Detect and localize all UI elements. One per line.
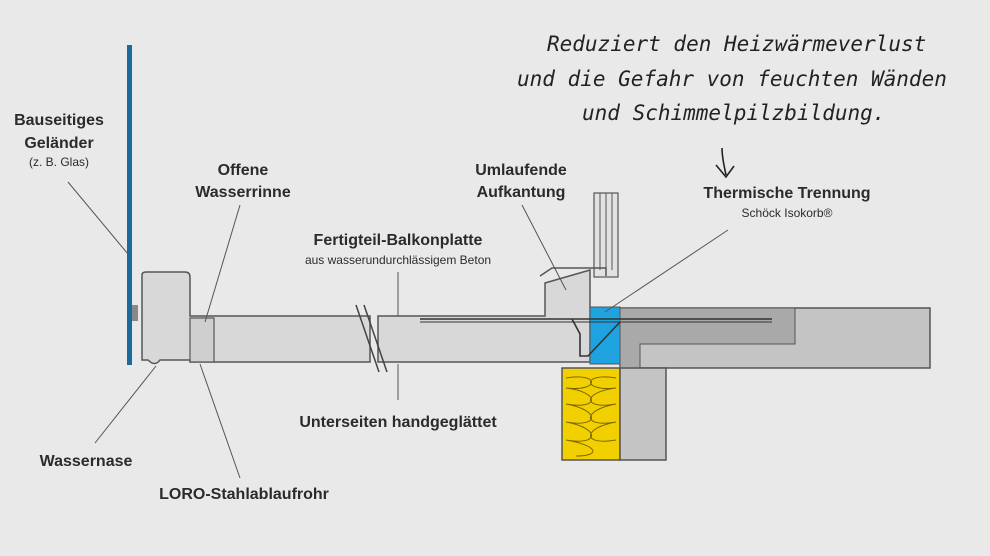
- leader-railing: [67, 181, 129, 255]
- balcony-slab-inner: [377, 269, 591, 363]
- label-upstand-line1: Umlaufende: [475, 162, 567, 179]
- leader-thermal: [604, 229, 729, 313]
- leader-gutter: [204, 204, 241, 323]
- leader-drip: [94, 365, 157, 444]
- window-sill-flashing: [539, 267, 607, 277]
- annotation-arrow: [715, 147, 735, 179]
- label-slab-title: Fertigteil-Balkonplatte: [314, 232, 483, 249]
- annotation-line-1: Reduziert den Heizwärmeverlust: [547, 32, 926, 56]
- gutter-channel: [189, 317, 215, 363]
- railing-fixing: [132, 305, 138, 321]
- balcony-slab: [141, 271, 371, 365]
- insulation-hatch: [565, 376, 617, 457]
- label-underside: Unterseiten handgeglättet: [299, 414, 497, 431]
- isokorb-element: [589, 306, 621, 365]
- label-thermal-title: Thermische Trennung: [703, 185, 870, 202]
- label-drainpipe: LORO-Stahlablaufrohr: [159, 486, 329, 503]
- annotation-line-3: und Schimmelpilzbildung.: [582, 101, 885, 125]
- label-slab-note: aus wasserundurchlässigem Beton: [305, 253, 491, 267]
- label-thermal-product: Schöck Isokorb®: [742, 206, 833, 220]
- label-drip: Wassernase: [40, 453, 133, 470]
- label-railing-line1: Bauseitiges: [14, 112, 104, 129]
- annotation-line-2: und die Gefahr von feuchten Wänden: [517, 67, 947, 91]
- leader-drainpipe: [199, 363, 241, 479]
- rebar-hook: [571, 318, 621, 357]
- label-railing-note: (z. B. Glas): [29, 155, 89, 169]
- label-gutter-line1: Offene: [218, 162, 269, 179]
- wall-masonry: [619, 367, 667, 461]
- break-line-1: [355, 304, 380, 373]
- leader-upstand: [521, 204, 567, 291]
- label-upstand-line2: Aufkantung: [477, 184, 566, 201]
- label-railing-line2: Geländer: [24, 135, 93, 152]
- label-gutter-line2: Wasserrinne: [195, 184, 291, 201]
- glass-railing: [127, 45, 132, 365]
- break-line-2: [363, 304, 388, 373]
